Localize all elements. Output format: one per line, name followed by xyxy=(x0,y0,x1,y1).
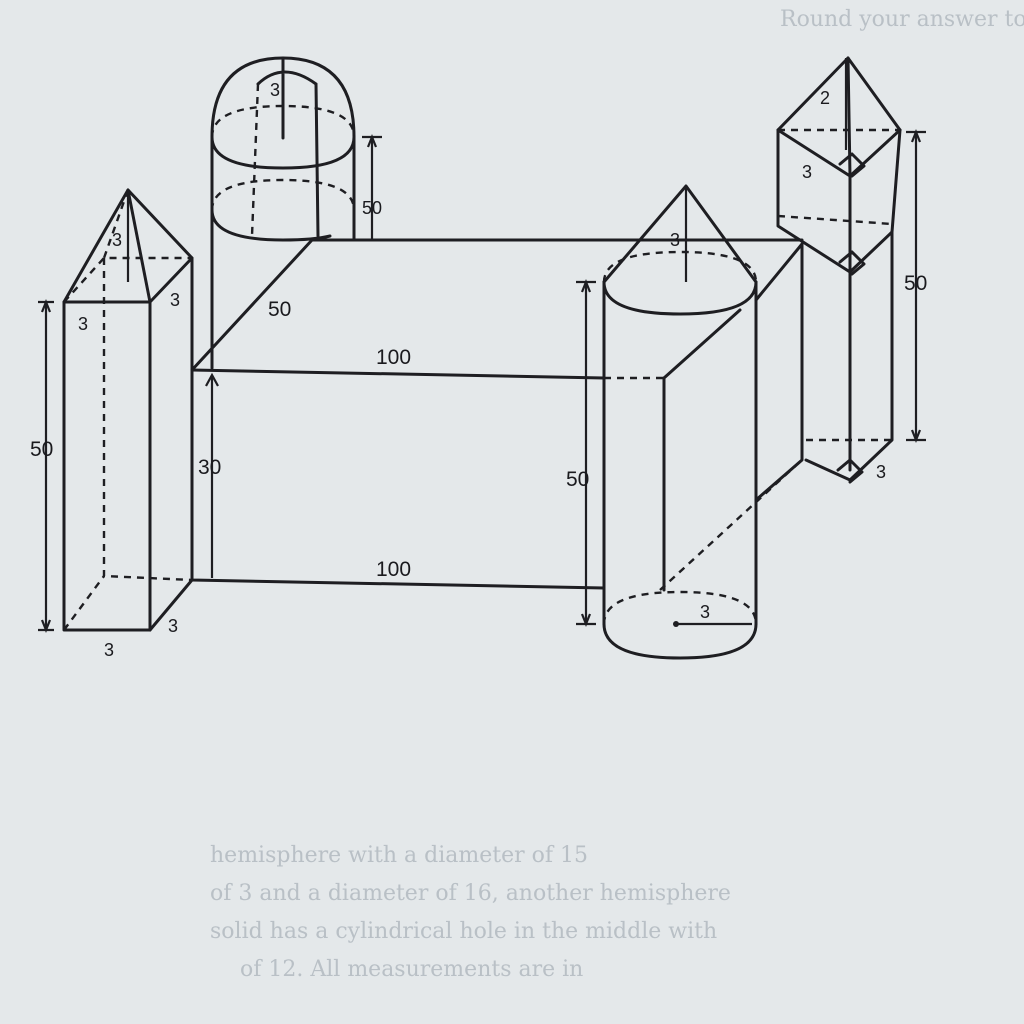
label-dome-radius: 3 xyxy=(270,80,280,100)
label-left-top-a: 3 xyxy=(78,314,88,334)
label-cylinder-height: 50 xyxy=(566,468,589,491)
label-cylinder-radius: 3 xyxy=(700,602,710,622)
background-text: Round your answer to the hemisphere with… xyxy=(210,7,1024,982)
label-block-height: 30 xyxy=(198,456,221,479)
label-block-bottom-length: 100 xyxy=(376,558,411,581)
bg-text-top: Round your answer to the xyxy=(780,7,1024,32)
cone-cylinder xyxy=(576,184,804,660)
label-left-top-b: 3 xyxy=(170,290,180,310)
bg-text-line-4: of 12. All measurements are in xyxy=(240,957,583,982)
label-right-top-side: 3 xyxy=(802,162,812,182)
bg-text-line-3: solid has a cylindrical hole in the midd… xyxy=(210,919,717,944)
center-block xyxy=(190,238,804,591)
dome-cylinder xyxy=(210,56,382,370)
bg-text-line-1: hemisphere with a diameter of 15 xyxy=(210,843,588,868)
label-right-height: 50 xyxy=(904,272,927,295)
label-right-apex: 2 xyxy=(820,88,830,108)
label-block-depth: 50 xyxy=(268,298,291,321)
label-block-top-length: 100 xyxy=(376,346,411,369)
label-cone-height: 3 xyxy=(670,230,680,250)
label-left-apex: 3 xyxy=(112,230,122,250)
dimension-labels: 3 3 3 50 3 3 3 50 50 100 30 100 3 50 3 2… xyxy=(30,80,927,660)
bg-text-line-2: of 3 and a diameter of 16, another hemis… xyxy=(210,881,731,906)
label-right-base-side: 3 xyxy=(876,462,886,482)
label-left-base-side: 3 xyxy=(168,616,178,636)
label-left-height: 50 xyxy=(30,438,53,461)
label-left-base-front: 3 xyxy=(104,640,114,660)
right-triangular-prism xyxy=(776,56,926,484)
label-dome-height: 50 xyxy=(362,198,382,218)
left-prism-with-pyramid xyxy=(38,188,194,633)
